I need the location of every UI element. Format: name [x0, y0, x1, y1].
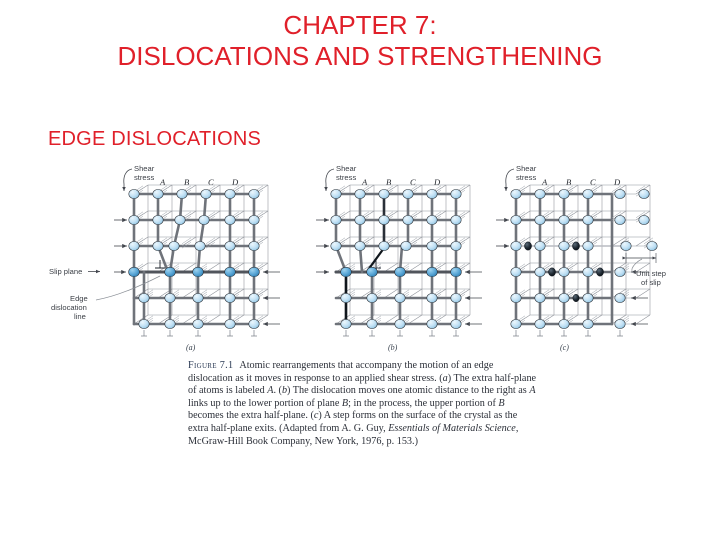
stress-label-a: stress [134, 173, 154, 182]
column-label-a-D: D [231, 177, 239, 187]
figure-caption-B2: B [498, 397, 505, 409]
figure-caption-part5: links up to the lower portion of plane [188, 397, 342, 409]
of-slip-label: of slip [641, 278, 661, 287]
figure-caption-B: B [341, 397, 349, 409]
figure-caption-A: A [267, 385, 274, 397]
column-label-a-C: C [208, 177, 214, 187]
panel-sub-label-a: (a) [186, 343, 196, 352]
column-label-b-B: B [386, 177, 392, 187]
figure-caption-part8: ) A step forms on the surface of the cry… [188, 410, 518, 434]
figure-caption-A2: A [529, 385, 536, 397]
shear-stress-annotation-c: Shear stress [504, 164, 537, 191]
panel-b: Shear stress A B C D [316, 164, 482, 352]
figure-caption-part3: . ( [273, 385, 282, 397]
edge-dislocation-annotation: Edge dislocation line [51, 275, 161, 321]
unit-step-label: Unit step [636, 269, 666, 278]
column-label-a-B: B [184, 177, 190, 187]
figure-caption-a: a [442, 372, 448, 384]
panel-a: Shear stress A B C D [49, 164, 280, 352]
column-label-c-C: C [590, 177, 596, 187]
column-label-a-A: A [159, 177, 166, 187]
section-heading: EDGE DISLOCATIONS [48, 128, 262, 150]
column-label-b-A: A [361, 177, 368, 187]
figure-caption-c: c [313, 410, 319, 422]
shear-label-b: Shear [336, 164, 357, 173]
column-label-b-D: D [433, 177, 441, 187]
figure-caption-label: Figure 7.1 [188, 360, 234, 371]
figure-caption-part2: ) The extra half-plane of atoms is label… [188, 372, 537, 397]
figure-caption-part7: becomes the extra half-plane. ( [188, 410, 314, 422]
slip-plane-label: Slip plane [49, 267, 82, 276]
shear-stress-annotation-b: Shear stress [324, 164, 357, 191]
column-label-c-A: A [541, 177, 548, 187]
figure-caption-part9: , McGraw-Hill Book Company, New York, 19… [188, 422, 519, 447]
figure-caption-b: b [281, 385, 288, 397]
shear-label-a: Shear [134, 164, 155, 173]
edge-label: Edge [70, 294, 88, 303]
lattice-diagram-svg: Shear stress A B C D [49, 164, 666, 352]
panel-sub-label-b: (b) [388, 343, 398, 352]
page-title: CHAPTER 7: DISLOCATIONS AND STRENGTHENIN… [0, 10, 720, 72]
figure-illustration: Shear stress A B C D [48, 160, 672, 356]
stress-label-c: stress [516, 173, 536, 182]
shear-stress-annotation-a: Shear stress [122, 164, 155, 191]
shear-label-c: Shear [516, 164, 537, 173]
slip-plane-annotation: Slip plane [49, 267, 100, 276]
page-title-line-2: DISLOCATIONS AND STRENGTHENING [117, 41, 603, 71]
column-label-c-B: B [566, 177, 572, 187]
figure-caption-book-title: Essentials of Materials Science [388, 422, 516, 434]
lattice-b [316, 184, 482, 337]
figure-7-1: Shear stress A B C D [48, 160, 672, 480]
line-label: line [74, 312, 86, 321]
lattice-c [496, 184, 658, 337]
dislocation-label: dislocation [51, 303, 87, 312]
figure-caption-part4: ) The dislocation moves one atomic dista… [287, 385, 530, 397]
panel-c: Shear stress A B C D [496, 164, 666, 352]
lattice-a [114, 184, 280, 337]
column-label-c-D: D [613, 177, 621, 187]
unit-step-annotation: Unit step of slip [631, 258, 666, 287]
page-title-line-1: CHAPTER 7: [283, 10, 437, 40]
panel-sub-label-c: (c) [560, 343, 569, 352]
stress-label-b: stress [336, 173, 356, 182]
figure-caption-part6: ; in the process, the upper portion of [348, 397, 499, 409]
column-label-b-C: C [410, 177, 416, 187]
figure-caption-part1: Atomic rearrangements that accompany the… [188, 360, 494, 384]
